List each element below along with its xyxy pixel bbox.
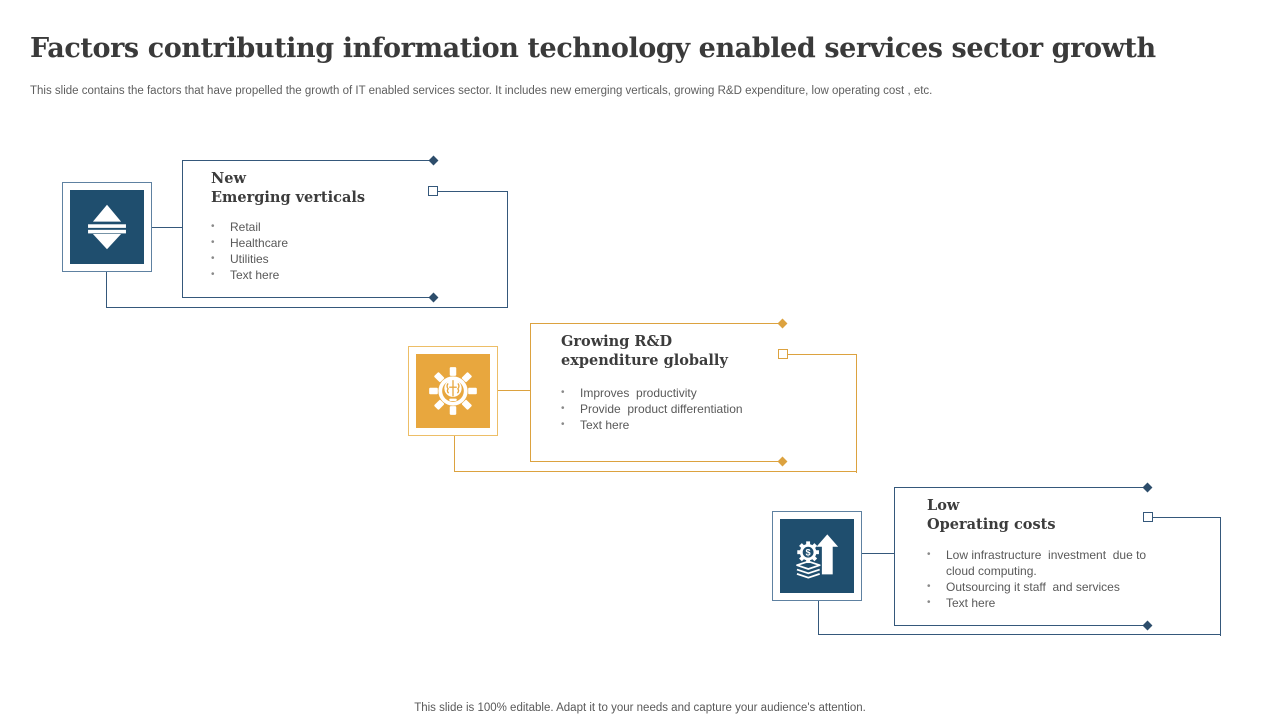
list-item: •Utilities xyxy=(211,252,269,266)
factor-heading-line2: Emerging verticals xyxy=(211,189,366,206)
factor-heading-line1: New xyxy=(211,170,246,187)
list-item: •Text here xyxy=(561,418,630,432)
icon-tile: $ xyxy=(772,511,862,601)
list-item: •Text here xyxy=(927,596,996,610)
box-top-border xyxy=(182,160,431,162)
bullet-dot-icon: • xyxy=(561,387,565,398)
list-item: •Healthcare xyxy=(211,236,289,250)
list-item: •Provide product differentiation xyxy=(561,402,743,416)
box-bottom-border xyxy=(894,624,1144,626)
connector-line xyxy=(106,272,108,307)
connector-line xyxy=(862,552,894,554)
connector-line xyxy=(106,306,508,308)
factor-bullet-list: •Low infrastructure investment due to cl… xyxy=(927,547,1177,611)
page-title: Factors contributing information technol… xyxy=(30,33,1156,64)
diamond-arrow-icon xyxy=(1142,482,1153,493)
connector-line xyxy=(506,190,508,308)
diamond-arrow-icon xyxy=(1142,620,1153,630)
diamond-arrow-icon xyxy=(428,292,439,302)
square-handle-icon xyxy=(428,186,438,196)
bullet-dot-icon: • xyxy=(561,403,565,414)
factor-heading-line1: Growing R&D xyxy=(561,333,673,350)
bullet-dot-icon: • xyxy=(211,221,215,232)
gear-brain-icon xyxy=(416,354,490,428)
svg-text:$: $ xyxy=(806,548,811,558)
factor-heading-line2: expenditure globally xyxy=(561,352,728,369)
box-bottom-border xyxy=(182,296,431,298)
connector-line xyxy=(818,601,820,635)
connector-line xyxy=(1219,516,1221,636)
diamond-arrow-icon xyxy=(428,155,439,166)
diamond-arrow-icon xyxy=(777,456,788,466)
square-handle-icon xyxy=(1143,512,1153,522)
money-growth-arrow-icon: $ xyxy=(780,519,854,593)
bullet-dot-icon: • xyxy=(211,269,215,280)
list-item: •Outsourcing it staff and services xyxy=(927,580,1120,594)
factor-bullet-list: •Improves productivity •Provide product … xyxy=(561,385,851,433)
bullet-dot-icon: • xyxy=(927,597,931,608)
factor-bullet-list: •Retail •Healthcare •Utilities •Text her… xyxy=(211,219,501,283)
list-item: •Retail xyxy=(211,220,261,234)
slide-subtitle: This slide contains the factors that hav… xyxy=(30,85,933,97)
box-left-border xyxy=(182,160,184,298)
icon-tile xyxy=(62,182,152,272)
connector-line xyxy=(1153,516,1221,518)
connector-line xyxy=(438,190,508,192)
up-down-arrows-icon xyxy=(70,190,144,264)
box-left-border xyxy=(894,487,896,626)
diamond-arrow-icon xyxy=(777,318,788,329)
connector-line xyxy=(788,353,857,355)
factor-heading-line2: Operating costs xyxy=(927,516,1056,533)
connector-line xyxy=(818,634,1221,636)
list-item: •Text here xyxy=(211,268,280,282)
connector-line xyxy=(855,353,857,473)
factor-heading-line1: Low xyxy=(927,497,960,514)
slide-footer: This slide is 100% editable. Adapt it to… xyxy=(414,702,866,714)
box-top-border xyxy=(894,487,1144,489)
connector-line xyxy=(454,471,857,473)
bullet-dot-icon: • xyxy=(927,581,931,592)
connector-line xyxy=(498,390,530,392)
list-item: •Improves productivity xyxy=(561,386,697,400)
bullet-dot-icon: • xyxy=(561,419,565,430)
connector-line xyxy=(454,436,456,472)
factor-textbox: Growing R&D expenditure globally •Improv… xyxy=(561,332,851,433)
icon-tile xyxy=(408,346,498,436)
box-bottom-border xyxy=(530,460,779,462)
bullet-dot-icon: • xyxy=(211,253,215,264)
list-item: •Low infrastructure investment due to cl… xyxy=(927,548,1147,578)
box-left-border xyxy=(530,323,532,462)
bullet-dot-icon: • xyxy=(927,549,931,560)
bullet-dot-icon: • xyxy=(211,237,215,248)
factor-textbox: Low Operating costs •Low infrastructure … xyxy=(927,496,1177,611)
square-handle-icon xyxy=(778,349,788,359)
factor-textbox: New Emerging verticals •Retail •Healthca… xyxy=(211,169,501,283)
box-top-border xyxy=(530,323,779,325)
connector-line xyxy=(152,227,182,229)
